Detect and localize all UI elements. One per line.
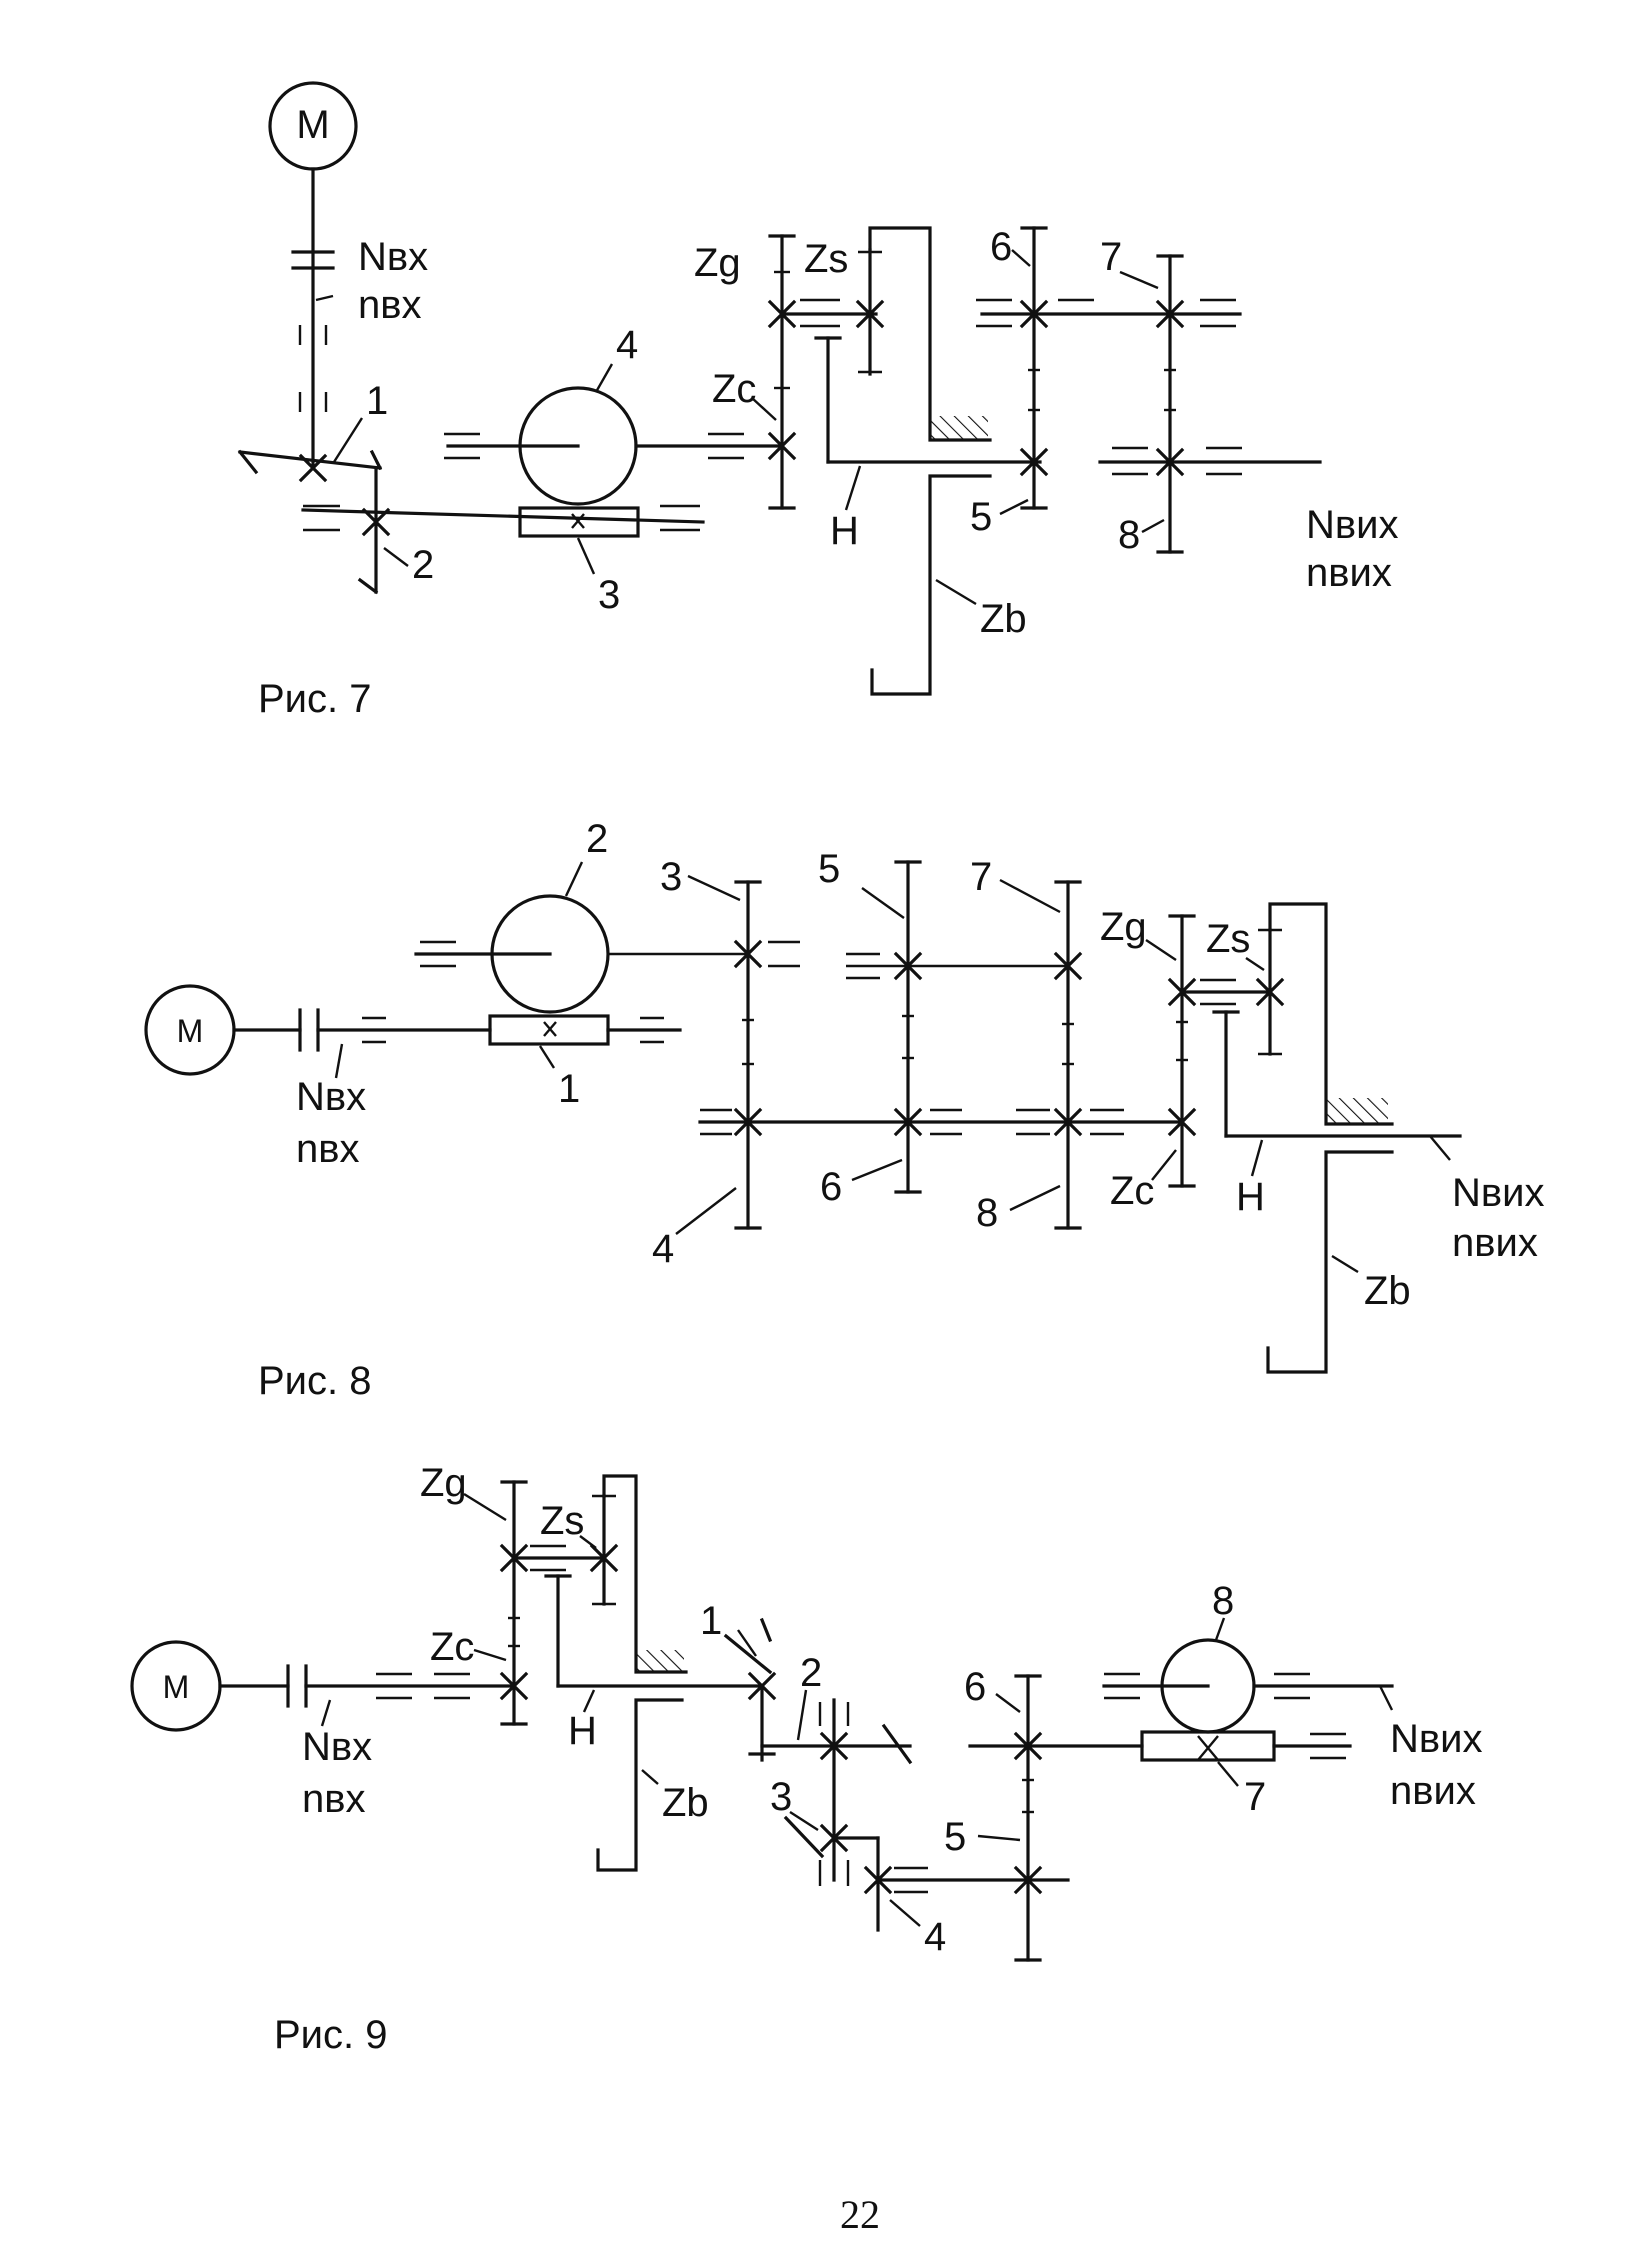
bevel-gear-1 [723, 1633, 773, 1675]
planetary-label-zb: Zb [662, 1781, 709, 1825]
housing-hatch [930, 416, 988, 440]
gear-label-8: 8 [1118, 513, 1140, 557]
planetary-label-zg: Zg [1100, 905, 1147, 949]
gear-label-2: 2 [586, 817, 608, 861]
planetary-label-zc: Zc [712, 367, 756, 411]
gear-label-1: 1 [366, 379, 388, 423]
planetary-label-h: H [1236, 1175, 1265, 1219]
planetary-label-zc: Zc [430, 1625, 474, 1669]
planetary-label-zs: Zs [804, 237, 848, 281]
figure-8: M Nвх nвх 1 2 3 4 [144, 817, 1544, 1403]
gear-label-5: 5 [818, 847, 840, 891]
figure-7: M Nвх nвх 1 2 3 4 [237, 81, 1398, 721]
output-speed-label: nвих [1452, 1221, 1538, 1265]
gear-label-1: 1 [558, 1067, 580, 1111]
ring-gear-zb [868, 226, 992, 442]
gear-label-1: 1 [700, 1599, 722, 1643]
motor-label: M [296, 103, 329, 147]
gear-label-6: 6 [964, 1665, 986, 1709]
worm-3 [518, 506, 640, 538]
planetary-label-zg: Zg [420, 1461, 467, 1505]
figure-caption: Рис. 7 [258, 677, 372, 721]
gear-label-5: 5 [944, 1815, 966, 1859]
planetary-label-h: H [830, 509, 859, 553]
gear-label-6: 6 [990, 225, 1012, 269]
page-number: 22 [840, 2192, 880, 2237]
gear-label-2: 2 [800, 1651, 822, 1695]
planetary-label-zb: Zb [1364, 1269, 1411, 1313]
gear-mesh-1 [298, 453, 328, 483]
gear-label-3: 3 [660, 855, 682, 899]
gear-label-2: 2 [412, 543, 434, 587]
gear-label-4: 4 [652, 1227, 674, 1271]
worm-shaft [301, 508, 705, 524]
input-power-label: Nвх [358, 235, 428, 279]
output-power-label: Nвих [1390, 1717, 1482, 1761]
ring-gear-zb [602, 1474, 688, 1674]
bevel-gear-3 [783, 1815, 825, 1859]
bevel-gear-1 [238, 450, 382, 470]
planetary-label-zb: Zb [980, 597, 1027, 641]
gear-label-7: 7 [970, 855, 992, 899]
figure-caption: Рис. 9 [274, 2013, 388, 2057]
figure-9: M Nвх nвх Zg Zs Zc H Zb [130, 1461, 1482, 2057]
planetary-label-h: H [568, 1709, 597, 1753]
motor-label: M [177, 1013, 204, 1049]
planetary-label-zs: Zs [540, 1499, 584, 1543]
gear-label-7: 7 [1100, 235, 1122, 279]
output-speed-label: nвих [1306, 551, 1392, 595]
planetary-label-zs: Zs [1206, 917, 1250, 961]
input-speed-label: nвх [358, 283, 422, 327]
gear-label-6: 6 [820, 1165, 842, 1209]
input-power-label: Nвх [302, 1725, 372, 1769]
gear-label-5: 5 [970, 495, 992, 539]
output-power-label: Nвих [1306, 503, 1398, 547]
planetary-label-zc: Zc [1110, 1169, 1154, 1213]
input-speed-label: nвх [296, 1127, 360, 1171]
gear-label-8: 8 [1212, 1579, 1234, 1623]
gear-label-3: 3 [770, 1775, 792, 1819]
motor-label: M [163, 1669, 190, 1705]
output-speed-label: nвих [1390, 1769, 1476, 1813]
gear-label-8: 8 [976, 1191, 998, 1235]
planetary-label-zg: Zg [694, 241, 741, 285]
housing-hatch [1326, 1098, 1388, 1124]
gear-label-3: 3 [598, 573, 620, 617]
ring-gear-zb [1268, 902, 1394, 1126]
gear-label-4: 4 [924, 1915, 946, 1959]
input-power-label: Nвх [296, 1075, 366, 1119]
gear-label-7: 7 [1244, 1775, 1266, 1819]
figure-caption: Рис. 8 [258, 1359, 372, 1403]
output-power-label: Nвих [1452, 1171, 1544, 1215]
housing-hatch [636, 1650, 684, 1672]
worm-7 [1140, 1730, 1276, 1762]
gear-label-4: 4 [616, 323, 638, 367]
input-speed-label: nвх [302, 1777, 366, 1821]
